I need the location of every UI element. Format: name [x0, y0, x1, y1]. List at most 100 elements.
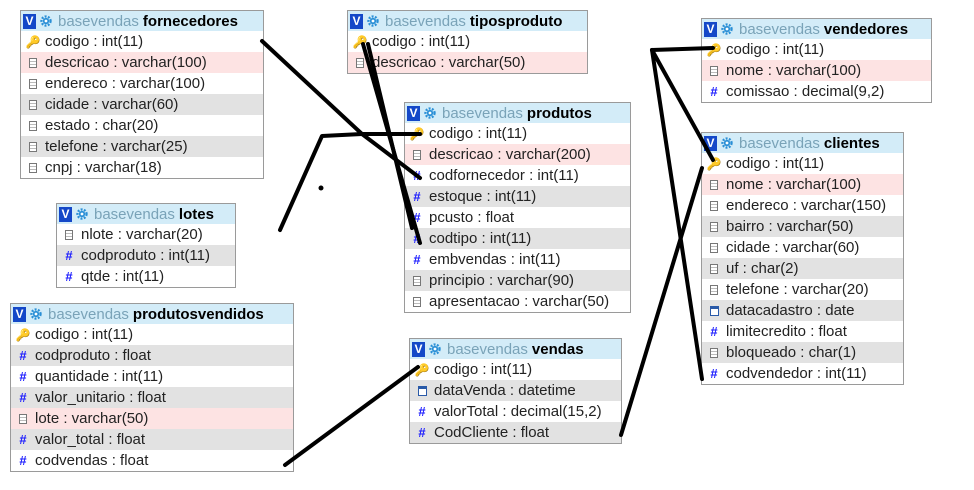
toggle-icon[interactable]: V	[704, 135, 717, 151]
text-icon	[411, 296, 423, 307]
calendar-icon	[416, 385, 428, 396]
column-row[interactable]: #codvendas : float	[11, 450, 293, 471]
column-row[interactable]: 🔑codigo : int(11)	[21, 31, 263, 52]
toggle-icon[interactable]: V	[23, 13, 36, 29]
text-icon	[708, 200, 720, 211]
gear-icon[interactable]	[428, 342, 447, 356]
column-row[interactable]: telefone : varchar(20)	[702, 279, 903, 300]
column-row[interactable]: #embvendas : int(11)	[405, 249, 630, 270]
column-row[interactable]: lote : varchar(50)	[11, 408, 293, 429]
column-row[interactable]: #qtde : int(11)	[57, 266, 235, 287]
column-row[interactable]: datacadastro : date	[702, 300, 903, 321]
column-row[interactable]: 🔑codigo : int(11)	[11, 324, 293, 345]
gear-icon[interactable]	[29, 307, 48, 321]
column-row[interactable]: 🔑codigo : int(11)	[348, 31, 587, 52]
column-row[interactable]: #valorTotal : decimal(15,2)	[410, 401, 621, 422]
hash-icon: #	[413, 231, 421, 246]
text-icon	[708, 179, 720, 190]
table-name: lotes	[178, 205, 214, 223]
gear-icon[interactable]	[720, 22, 739, 36]
column-row[interactable]: nlote : varchar(20)	[57, 224, 235, 245]
column-row[interactable]: descricao : varchar(100)	[21, 52, 263, 73]
text-icon	[708, 347, 720, 358]
text-icon	[27, 57, 39, 68]
table-name: vendedores	[823, 20, 909, 38]
column-row[interactable]: uf : char(2)	[702, 258, 903, 279]
gear-icon[interactable]	[720, 136, 739, 150]
column-row[interactable]: principio : varchar(90)	[405, 270, 630, 291]
column-row[interactable]: 🔑codigo : int(11)	[410, 359, 621, 380]
column-row[interactable]: #quantidade : int(11)	[11, 366, 293, 387]
column-row[interactable]: apresentacao : varchar(50)	[405, 291, 630, 312]
column-row[interactable]: dataVenda : datetime	[410, 380, 621, 401]
column-row[interactable]: 🔑codigo : int(11)	[702, 153, 903, 174]
column-row[interactable]: bloqueado : char(1)	[702, 342, 903, 363]
toggle-icon[interactable]: V	[59, 206, 72, 222]
column-row[interactable]: descricao : varchar(200)	[405, 144, 630, 165]
column-row[interactable]: nome : varchar(100)	[702, 60, 931, 81]
column-label: telefone : varchar(20)	[726, 281, 869, 298]
toggle-icon[interactable]: V	[412, 341, 425, 357]
hash-icon: #	[19, 432, 27, 447]
column-row[interactable]: endereco : varchar(100)	[21, 73, 263, 94]
column-row[interactable]: 🔑codigo : int(11)	[405, 123, 630, 144]
gear-icon[interactable]	[423, 106, 442, 120]
column-row[interactable]: #limitecredito : float	[702, 321, 903, 342]
gear-icon[interactable]	[75, 207, 94, 221]
column-row[interactable]: #CodCliente : float	[410, 422, 621, 443]
column-row[interactable]: cnpj : varchar(18)	[21, 157, 263, 178]
column-row[interactable]: #codproduto : float	[11, 345, 293, 366]
text-icon	[411, 149, 423, 160]
column-row[interactable]: #comissao : decimal(9,2)	[702, 81, 931, 102]
toggle-icon[interactable]: V	[704, 21, 717, 37]
column-label: embvendas : int(11)	[429, 251, 561, 268]
column-row[interactable]: nome : varchar(100)	[702, 174, 903, 195]
column-label: comissao : decimal(9,2)	[726, 83, 885, 100]
column-row[interactable]: estado : char(20)	[21, 115, 263, 136]
column-label: limitecredito : float	[726, 323, 847, 340]
text-icon	[27, 99, 39, 110]
column-row[interactable]: #codtipo : int(11)	[405, 228, 630, 249]
toggle-icon[interactable]: V	[350, 13, 363, 29]
column-row[interactable]: descricao : varchar(50)	[348, 52, 587, 73]
gear-icon[interactable]	[39, 14, 58, 28]
column-label: codigo : int(11)	[429, 125, 528, 142]
column-row[interactable]: #codfornecedor : int(11)	[405, 165, 630, 186]
column-row[interactable]: #pcusto : float	[405, 207, 630, 228]
column-row[interactable]: #codvendedor : int(11)	[702, 363, 903, 384]
column-row[interactable]: bairro : varchar(50)	[702, 216, 903, 237]
toggle-icon[interactable]: V	[13, 306, 26, 322]
column-row[interactable]: endereco : varchar(150)	[702, 195, 903, 216]
column-row[interactable]: cidade : varchar(60)	[702, 237, 903, 258]
column-row[interactable]: #estoque : int(11)	[405, 186, 630, 207]
column-row[interactable]: telefone : varchar(25)	[21, 136, 263, 157]
column-row[interactable]: #valor_unitario : float	[11, 387, 293, 408]
column-label: nlote : varchar(20)	[81, 226, 203, 243]
toggle-icon[interactable]: V	[407, 105, 420, 121]
column-row[interactable]: #codproduto : int(11)	[57, 245, 235, 266]
gear-icon[interactable]	[366, 14, 385, 28]
column-label: codproduto : int(11)	[81, 247, 210, 264]
column-label: nome : varchar(100)	[726, 62, 862, 79]
column-row[interactable]: cidade : varchar(60)	[21, 94, 263, 115]
column-label: bairro : varchar(50)	[726, 218, 854, 235]
text-icon	[27, 78, 39, 89]
column-row[interactable]: #valor_total : float	[11, 429, 293, 450]
column-row[interactable]: 🔑codigo : int(11)	[702, 39, 931, 60]
